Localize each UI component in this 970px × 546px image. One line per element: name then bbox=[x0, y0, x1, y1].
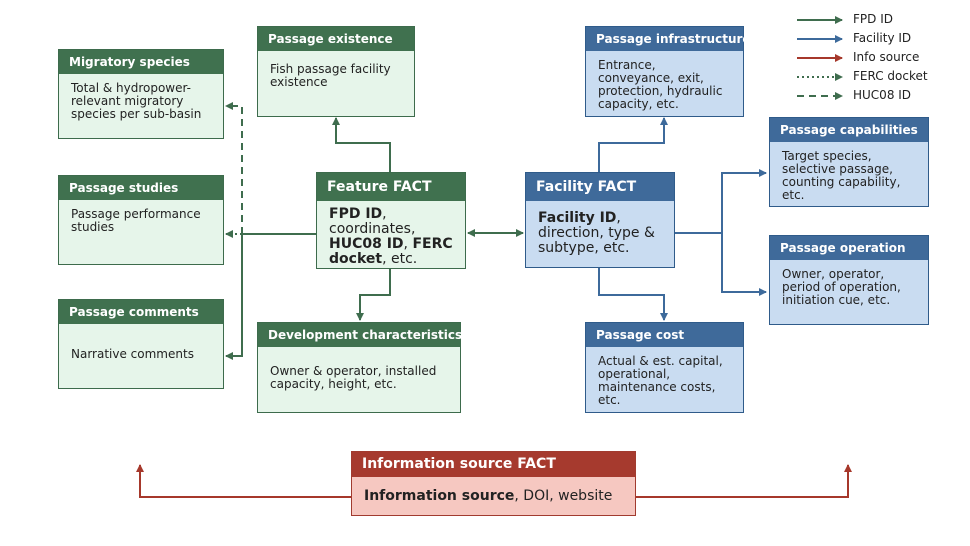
feature-fact-huc08-id: HUC08 ID bbox=[329, 236, 404, 252]
facility-fact-facility-id: Facility ID bbox=[538, 210, 617, 226]
information-source-label: Information source bbox=[364, 488, 515, 504]
legend-label-ferc-docket: FERC docket bbox=[853, 69, 928, 83]
passage-studies-box: Passage studies Passage performance stud… bbox=[58, 175, 224, 265]
connector-facility-capabilities bbox=[675, 169, 767, 234]
passage-capabilities-box: Passage capabilities Target species, sel… bbox=[769, 117, 929, 207]
connector-facility-operation bbox=[721, 233, 767, 296]
facility-fact-title: Facility FACT bbox=[526, 173, 674, 201]
connector-info-right bbox=[636, 464, 852, 498]
connector-facility-cost bbox=[598, 268, 668, 321]
passage-operation-box: Passage operation Owner, operator, perio… bbox=[769, 235, 929, 325]
development-characteristics-title: Development characteristics bbox=[258, 323, 462, 347]
passage-operation-title: Passage operation bbox=[770, 236, 928, 260]
passage-comments-box: Passage comments Narrative comments bbox=[58, 299, 224, 389]
passage-existence-title: Passage existence bbox=[258, 27, 414, 51]
migratory-species-title: Migratory species bbox=[59, 50, 223, 74]
passage-capabilities-title: Passage capabilities bbox=[770, 118, 928, 142]
passage-operation-body: Owner, operator, period of operation, in… bbox=[782, 267, 901, 307]
passage-comments-body: Narrative comments bbox=[71, 347, 194, 361]
facility-fact-body: Facility ID, direction, type & subtype, … bbox=[526, 201, 674, 262]
feature-fact-ferc-docket: FERC docket bbox=[329, 236, 453, 267]
passage-infrastructure-body: Entrance, conveyance, exit, protection, … bbox=[598, 58, 723, 111]
connector-feature-development bbox=[356, 269, 391, 321]
passage-capabilities-body: Target species, selective passage, count… bbox=[782, 149, 901, 202]
information-source-fact-title: Information source FACT bbox=[352, 452, 635, 477]
passage-cost-box: Passage cost Actual & est. capital, oper… bbox=[585, 322, 744, 413]
legend-label-huc08-id: HUC08 ID bbox=[853, 88, 912, 102]
facility-fact-box: Facility FACT Facility ID, direction, ty… bbox=[525, 172, 675, 268]
passage-existence-body: Fish passage facility existence bbox=[270, 62, 391, 89]
connector-feature-comments bbox=[225, 233, 316, 360]
passage-studies-title: Passage studies bbox=[59, 176, 223, 200]
migratory-species-box: Migratory species Total & hydropower-rel… bbox=[58, 49, 224, 139]
connector-huc08-species bbox=[225, 102, 243, 234]
legend-label-facility-id: Facility ID bbox=[853, 31, 912, 45]
passage-comments-title: Passage comments bbox=[59, 300, 223, 324]
feature-fact-text-2: coordinates, bbox=[329, 221, 416, 237]
feature-fact-text-4: , etc. bbox=[382, 251, 418, 267]
feature-fact-text-3: , bbox=[403, 236, 408, 252]
connector-info-left bbox=[136, 464, 351, 498]
connector-facility-infrastructure bbox=[598, 117, 668, 173]
passage-studies-body: Passage performance studies bbox=[71, 207, 201, 234]
passage-cost-title: Passage cost bbox=[586, 323, 743, 347]
connector-feature-existence bbox=[332, 117, 391, 173]
information-source-text: , DOI, website bbox=[514, 488, 613, 504]
development-characteristics-body: Owner & operator, installed capacity, he… bbox=[270, 364, 437, 391]
information-source-fact-box: Information source FACT Information sour… bbox=[351, 451, 636, 516]
feature-fact-text-1: , bbox=[382, 206, 387, 222]
feature-fact-fpd-id: FPD ID bbox=[329, 206, 383, 222]
development-characteristics-box: Development characteristics Owner & oper… bbox=[257, 322, 462, 413]
information-source-fact-body: Information source, DOI, website bbox=[352, 477, 635, 510]
legend-label-fpd-id: FPD ID bbox=[853, 12, 893, 26]
passage-infrastructure-title: Passage infrastructure bbox=[586, 27, 751, 51]
feature-fact-box: Feature FACT FPD ID, coordinates, HUC08 … bbox=[316, 172, 466, 269]
feature-fact-body: FPD ID, coordinates, HUC08 ID, FERC dock… bbox=[317, 201, 465, 273]
legend-label-info-source: Info source bbox=[853, 50, 920, 64]
passage-existence-box: Passage existence Fish passage facility … bbox=[257, 26, 415, 117]
passage-infrastructure-box: Passage infrastructure Entrance, conveya… bbox=[585, 26, 751, 117]
facility-fact-text-1: , direction, type & subtype, etc. bbox=[538, 210, 655, 256]
migratory-species-body: Total & hydropower-relevant migratory sp… bbox=[71, 81, 202, 121]
feature-fact-title: Feature FACT bbox=[317, 173, 465, 201]
passage-cost-body: Actual & est. capital, operational, main… bbox=[598, 354, 723, 407]
